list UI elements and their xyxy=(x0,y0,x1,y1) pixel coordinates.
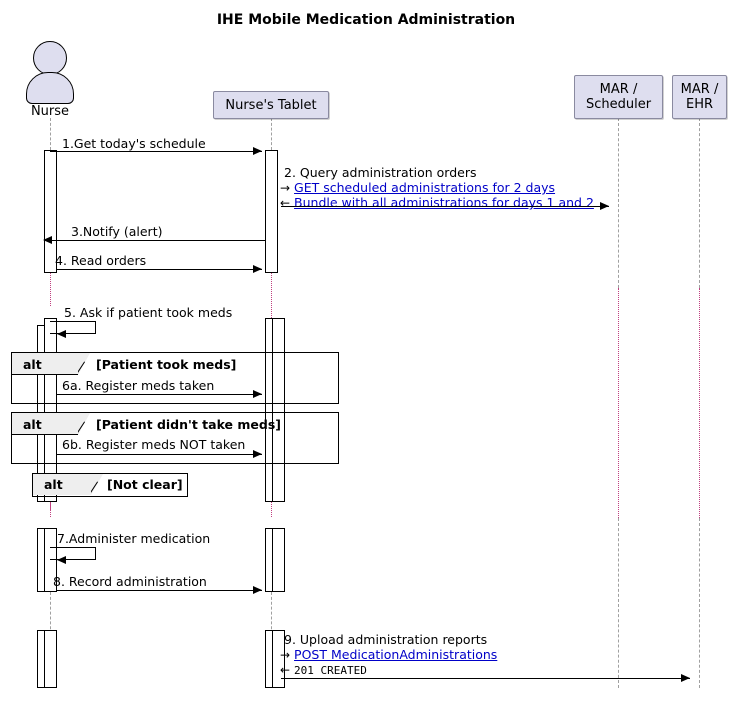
direction-in-arrow-icon: ← xyxy=(280,196,291,210)
lifeline-tablet-seg3 xyxy=(271,497,272,517)
participant-scheduler[interactable]: MAR / Scheduler xyxy=(574,75,663,119)
direction-out-arrow-icon: → xyxy=(280,181,291,195)
message-arrowhead-6a xyxy=(253,390,262,398)
diagram-title: IHE Mobile Medication Administration xyxy=(216,12,516,28)
lifeline-tablet-seg1 xyxy=(271,118,272,150)
message-label-5: 5. Ask if patient took meds xyxy=(64,305,233,320)
participant-label-scheduler-line1: MAR / xyxy=(599,82,638,97)
fragment-alt-2-guard: [Patient didn't take meds] xyxy=(96,417,281,432)
message-arrowhead-8 xyxy=(253,586,262,594)
message-label-3: 3.Notify (alert) xyxy=(71,224,163,239)
message-label-4: 4. Read orders xyxy=(55,253,147,268)
lifeline-nurse-seg4 xyxy=(50,497,51,517)
activation-nurse-5 xyxy=(44,528,57,592)
message-label-7: 7.Administer medication xyxy=(57,531,211,546)
fragment-alt-1-guard: [Patient took meds] xyxy=(96,357,237,372)
lifeline-scheduler-seg3 xyxy=(618,518,619,688)
direction-in-arrow-icon: ← xyxy=(280,663,291,677)
message-line-6a xyxy=(57,394,262,395)
message-line-8 xyxy=(57,590,262,591)
activation-tablet-5 xyxy=(272,528,285,592)
message-detail-link-2-out[interactable]: GET scheduled administrations for 2 days xyxy=(294,180,556,195)
activation-tablet-1 xyxy=(265,150,278,273)
message-line-9 xyxy=(281,678,690,679)
fragment-alt-2-tab xyxy=(12,413,78,435)
message-detail-link-9-out[interactable]: POST MedicationAdministrations xyxy=(294,647,498,662)
fragment-alt-1-operator: alt xyxy=(23,357,42,372)
message-line-6b xyxy=(57,454,262,455)
participant-label-nurse: Nurse xyxy=(30,104,70,119)
lifeline-scheduler-alt xyxy=(618,288,619,518)
message-label-9: 9. Upload administration reports xyxy=(284,632,488,647)
lifeline-ehr-seg3 xyxy=(699,518,700,688)
fragment-alt-2-operator: alt xyxy=(23,417,42,432)
lifeline-tablet-seg2 xyxy=(271,272,272,320)
message-arrowhead-6b xyxy=(253,450,262,458)
message-detail-2-out: → GET scheduled administrations for 2 da… xyxy=(280,180,555,196)
participant-label-ehr-line1: MAR / xyxy=(680,82,719,97)
fragment-alt-3-guard: [Not clear] xyxy=(107,477,183,492)
participant-label-tablet: Nurse's Tablet xyxy=(225,97,317,113)
activation-nurse-7 xyxy=(44,630,57,688)
activation-tablet-3 xyxy=(272,318,285,502)
message-arrowhead-9 xyxy=(681,674,690,682)
message-label-6a: 6a. Register meds taken xyxy=(62,378,215,393)
message-line-1 xyxy=(50,151,262,152)
message-label-6b: 6b. Register meds NOT taken xyxy=(62,437,246,452)
message-detail-link-2-in[interactable]: Bundle with all administrations for days… xyxy=(294,195,594,210)
message-arrowhead-3 xyxy=(43,236,52,244)
lifeline-nurse-seg1 xyxy=(50,118,51,150)
message-detail-status-9-in: 201 CREATED xyxy=(294,664,367,677)
lifeline-ehr-alt xyxy=(699,288,700,518)
message-arrowhead-2 xyxy=(600,202,609,210)
direction-out-arrow-icon: → xyxy=(280,648,291,662)
message-line-2 xyxy=(281,206,609,207)
lifeline-nurse-seg2 xyxy=(50,272,51,306)
fragment-alt-1-tab xyxy=(12,353,78,375)
fragment-alt-3-tab xyxy=(33,474,91,495)
fragment-alt-2-tab-notch-edge xyxy=(78,413,94,435)
fragment-alt-1-tab-notch-edge xyxy=(78,353,94,375)
message-detail-2-in: ← Bundle with all administrations for da… xyxy=(280,195,594,211)
activation-tablet-7 xyxy=(272,630,285,688)
fragment-alt-3-tab-notch xyxy=(91,474,103,495)
participant-label-scheduler-line2: Scheduler xyxy=(585,97,652,112)
fragment-alt-3-tab-notch-edge xyxy=(91,474,107,495)
participant-label-ehr-line2: EHR xyxy=(685,97,714,112)
lifeline-scheduler xyxy=(618,118,619,288)
fragment-alt-3 xyxy=(32,473,188,497)
message-arrowhead-1 xyxy=(253,147,262,155)
message-selfloop-5 xyxy=(50,321,96,334)
message-line-3 xyxy=(52,240,266,241)
actor-head-icon xyxy=(33,41,67,75)
message-label-2: 2. Query administration orders xyxy=(284,165,477,180)
message-label-1: 1.Get today's schedule xyxy=(62,136,206,151)
message-arrowhead-7 xyxy=(57,556,66,564)
fragment-alt-3-operator: alt xyxy=(44,477,63,492)
fragment-alt-2-tab-notch xyxy=(78,413,90,435)
participant-tablet[interactable]: Nurse's Tablet xyxy=(213,91,329,119)
message-arrowhead-4 xyxy=(253,265,262,273)
message-arrowhead-5 xyxy=(57,330,66,338)
fragment-alt-1 xyxy=(11,352,339,404)
fragment-alt-2 xyxy=(11,412,339,464)
message-detail-9-in: ← 201 CREATED xyxy=(280,662,367,678)
lifeline-ehr xyxy=(699,118,700,288)
participant-ehr[interactable]: MAR / EHR xyxy=(672,75,727,119)
message-selfloop-7 xyxy=(50,547,96,560)
message-line-4 xyxy=(57,269,262,270)
fragment-alt-1-tab-notch xyxy=(78,353,90,375)
actor-body-icon xyxy=(26,72,74,104)
message-label-8: 8. Record administration xyxy=(53,574,207,589)
message-detail-9-out: → POST MedicationAdministrations xyxy=(280,647,497,663)
